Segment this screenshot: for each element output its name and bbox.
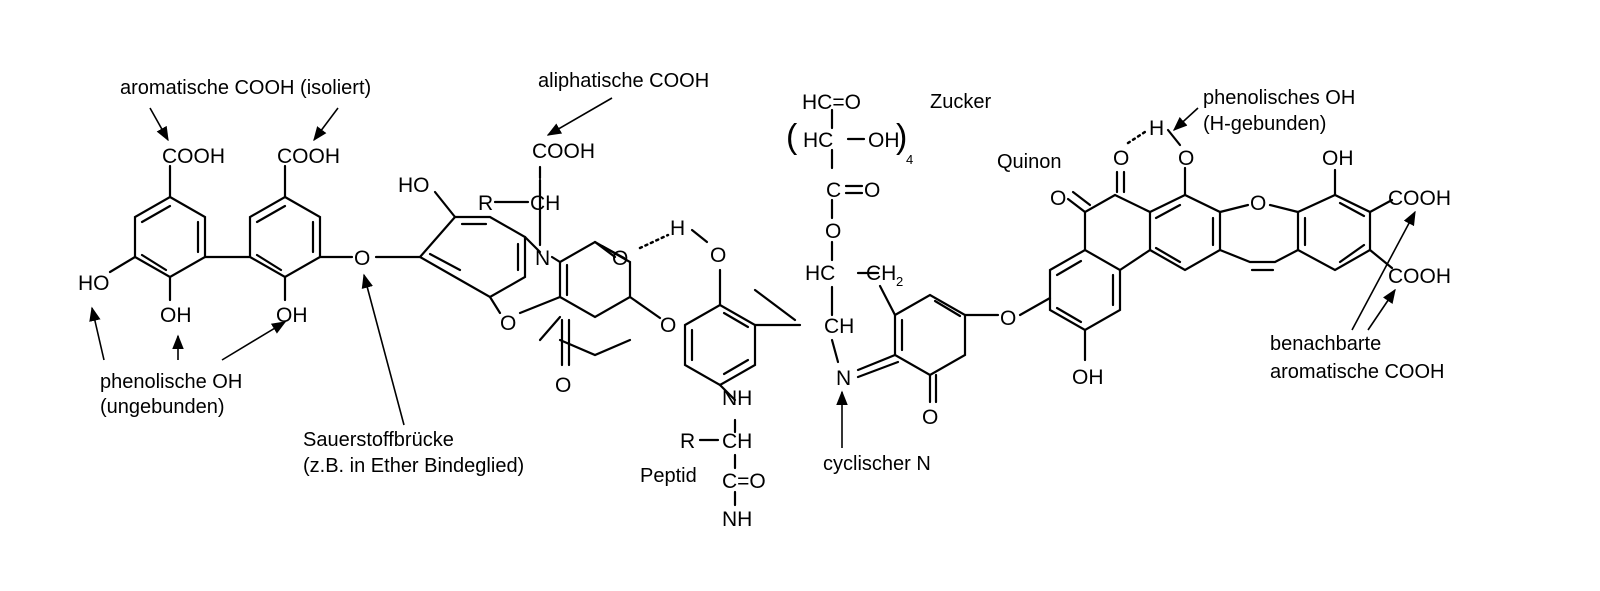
atom-oh-bottom-right: OH <box>1072 366 1104 389</box>
atom-cooh-ring2: COOH <box>277 145 340 168</box>
label-oxygen-bridge-2: (z.B. in Ether Bindeglied) <box>303 455 524 477</box>
sugar-chain <box>830 108 880 364</box>
annotation-labels: aromatische COOH (isoliert) aliphatische… <box>100 70 1445 487</box>
atom-nh-peptide-1: NH <box>722 387 752 410</box>
arrow-aromatic-cooh-1 <box>149 107 169 142</box>
atom-h-bond-right: H <box>1149 117 1164 140</box>
atom-ch-peptide: CH <box>722 430 752 453</box>
atom-hc-sugar: HC <box>803 129 833 152</box>
label-adjacent-cooh-2: aromatische COOH <box>1270 361 1445 383</box>
atom-h-bond-left: H <box>670 217 685 240</box>
atom-oh-ring1: OH <box>160 304 192 327</box>
arrow-adjacent-cooh-2 <box>1367 288 1396 331</box>
atom-r-peptide: R <box>680 430 695 453</box>
label-aliphatic-cooh: aliphatische COOH <box>538 70 709 92</box>
atom-hc-eq-o-sugar: HC=O <box>802 91 861 114</box>
atom-n-cyclic: N <box>836 367 851 390</box>
arrow-aliphatic-cooh <box>546 97 613 136</box>
hydrogen-bond-left <box>638 233 670 250</box>
atom-cooh-aliphatic: COOH <box>532 140 595 163</box>
label-phenolic-oh-free-2: (ungebunden) <box>100 396 225 418</box>
ring-benzoic-acid-2 <box>203 164 354 302</box>
label-sugar: Zucker <box>930 91 991 113</box>
atom-oh-sugar: OH <box>868 129 900 152</box>
label-adjacent-cooh-1: benachbarte <box>1270 333 1381 355</box>
ring-central-benzene <box>683 268 802 507</box>
atom-paren-open: ( <box>786 118 798 156</box>
atom-r-aliphatic: R <box>478 192 493 215</box>
label-phenolic-oh-hbonded-1: phenolisches OH <box>1203 87 1355 109</box>
atom-c-sugar: C <box>826 179 841 202</box>
atom-ho-ring1: HO <box>78 272 110 295</box>
hydrogen-bond-right <box>1126 128 1150 145</box>
atom-oh-top-right: OH <box>1322 147 1354 170</box>
atom-cooh-right-2: COOH <box>1388 265 1451 288</box>
atom-cooh-ring1: COOH <box>162 145 225 168</box>
label-aromatic-cooh-isolated: aromatische COOH (isoliert) <box>120 77 371 99</box>
atom-o-ether-3: O <box>1000 307 1016 330</box>
label-oxygen-bridge-1: Sauerstoffbrücke <box>303 429 454 451</box>
arrow-phenolic-hbonded <box>1172 107 1199 131</box>
label-quinone: Quinon <box>997 151 1062 173</box>
atom-o-phenol-central: O <box>710 244 726 267</box>
label-phenolic-oh-hbonded-2: (H-gebunden) <box>1203 113 1326 135</box>
atom-o-quinone-imine: O <box>922 406 938 429</box>
atom-o-furan: O <box>1250 192 1266 215</box>
atom-cooh-right-1: COOH <box>1388 187 1451 210</box>
arrow-aromatic-cooh-2 <box>313 107 339 142</box>
atom-o-ether-2: O <box>660 314 676 337</box>
ring-quinone-imine <box>856 284 1000 404</box>
atom-o-ring: O <box>500 312 516 335</box>
atom-ch-aliphatic: CH <box>530 192 560 215</box>
atom-ho-phenoxazine: HO <box>398 174 430 197</box>
atom-o-phenol-hbonded: O <box>1178 147 1194 170</box>
ring-polycyclic-quinone <box>1018 166 1394 362</box>
atom-o-quinone-2: O <box>1113 147 1129 170</box>
atom-o-sugar-ester: O <box>825 220 841 243</box>
arrow-phenolic-free-1 <box>89 306 105 361</box>
label-cyclic-n: cyclischer N <box>823 453 931 475</box>
arrow-adjacent-cooh-1 <box>1351 210 1416 331</box>
atom-c-eq-o-peptide: C=O <box>722 470 766 493</box>
atom-ch2-subscript: 2 <box>896 274 903 289</box>
atom-paren-close: ) <box>896 118 907 156</box>
label-peptide: Peptid <box>640 465 697 487</box>
ring-benzoic-acid-1 <box>108 164 207 302</box>
label-phenolic-oh-free-1: phenolische OH <box>100 371 242 393</box>
annotation-arrows <box>89 97 1416 448</box>
atom-o-quinone-1: O <box>1050 187 1066 210</box>
atom-oh-ring2: OH <box>276 304 308 327</box>
atom-o-carbonyl-bottom: O <box>555 374 571 397</box>
atom-nh-peptide-2: NH <box>722 508 752 531</box>
atom-n-ring: N <box>535 247 550 270</box>
atom-o-carbonyl-top: O <box>612 247 628 270</box>
atom-ch2: CH <box>866 262 896 285</box>
atom-o-ether-bridge: O <box>354 247 370 270</box>
atom-o-sugar-carbonyl: O <box>864 179 880 202</box>
atom-hc-central: HC <box>805 262 835 285</box>
ring-phenoxazinone <box>374 165 662 367</box>
molecular-skeleton <box>108 108 1394 507</box>
atom-ch-bridge: CH <box>824 315 854 338</box>
atom-repeat-4: 4 <box>906 152 913 167</box>
arrow-oxygen-bridge <box>361 273 405 426</box>
arrow-phenolic-free-3 <box>221 321 287 361</box>
atom-labels: COOH COOH HO OH OH O HO COOH R CH N O O … <box>78 91 1451 531</box>
